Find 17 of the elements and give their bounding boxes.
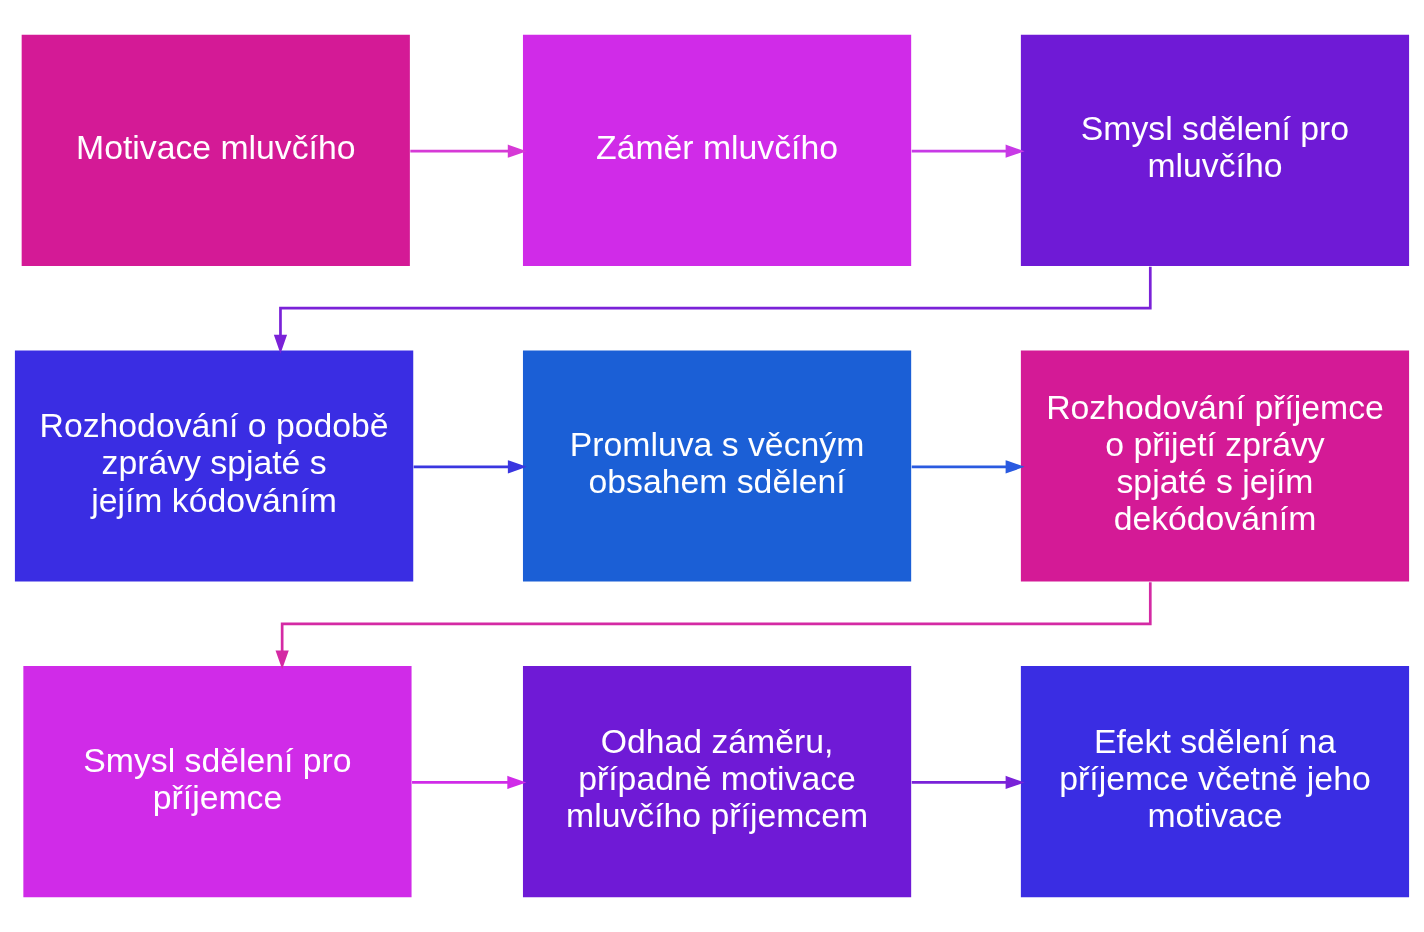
node-box: Smysl sdělení pro příjemce xyxy=(23,666,412,898)
arrow xyxy=(410,144,527,158)
arrow xyxy=(273,266,1152,354)
node-box: Motivace mluvčího xyxy=(21,34,410,266)
node-box: Záměr mluvčího xyxy=(522,34,912,266)
arrow xyxy=(412,775,527,790)
node-box: Efekt sdělení na příjemce včetně jeho motivace xyxy=(1020,666,1410,898)
node-box: Odhad záměru, případně motivace mluvčího příjemcem xyxy=(522,666,912,898)
arrow xyxy=(413,460,527,474)
arrow xyxy=(911,775,1025,790)
arrow xyxy=(911,144,1025,158)
node-box: Rozhodování o podobě zprávy spjaté s jejím kódováním xyxy=(14,350,414,582)
node-box: Promluva s věcným obsahem sdělení xyxy=(522,350,912,582)
arrow xyxy=(911,460,1025,474)
arrow xyxy=(275,582,1152,670)
node-box: Rozhodování příjemce o přijetí zprávy spjaté s jejím dekódováním xyxy=(1020,350,1410,582)
node-box: Smysl sdělení pro mluvčího xyxy=(1020,34,1410,266)
